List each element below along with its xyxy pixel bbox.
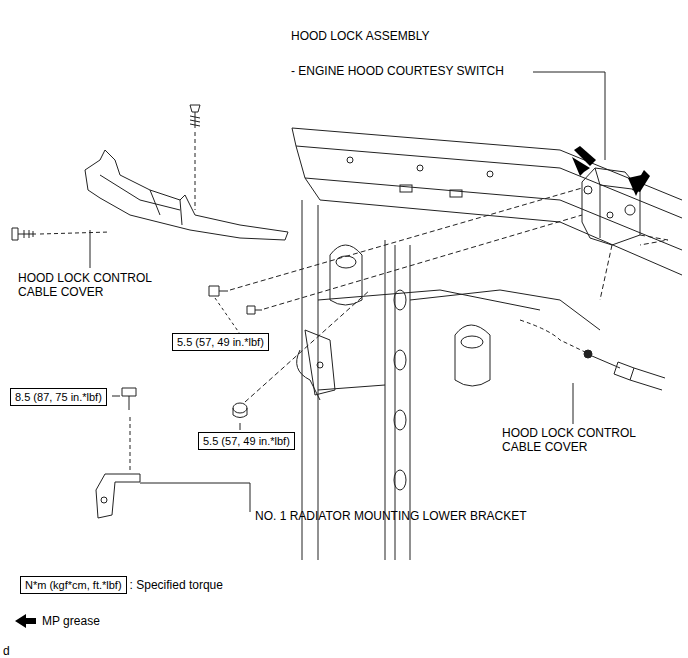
part-label: d bbox=[3, 644, 23, 658]
torque-value: 5.5 (57, 49 in.*lbf) bbox=[203, 435, 290, 447]
torque-value: 5.5 (57, 49 in.*lbf) bbox=[177, 336, 264, 348]
torque-box: 5.5 (57, 49 in.*lbf) bbox=[198, 432, 295, 450]
part-label: HOOD LOCK CONTROL CABLE COVER bbox=[502, 426, 652, 454]
torque-value: 8.5 (87, 75 in.*lbf) bbox=[15, 391, 102, 403]
legend-entry: : Specified torque bbox=[130, 578, 223, 592]
torque-box: N*m (kgf*cm, ft.*lbf) bbox=[20, 576, 127, 594]
part-label: NO. 1 RADIATOR MOUNTING LOWER BRACKET bbox=[255, 509, 575, 523]
part-label: HOOD LOCK CONTROL CABLE COVER bbox=[18, 271, 168, 299]
legend-entry: MP grease bbox=[42, 614, 100, 628]
legend-text: : Specified torque bbox=[130, 578, 223, 592]
torque-box: 5.5 (57, 49 in.*lbf) bbox=[172, 333, 269, 351]
legend-text: MP grease bbox=[42, 614, 100, 628]
torque-box: 8.5 (87, 75 in.*lbf) bbox=[10, 388, 107, 406]
part-label: HOOD LOCK ASSEMBLY bbox=[291, 29, 551, 43]
part-label: - ENGINE HOOD COURTESY SWITCH bbox=[291, 64, 531, 78]
torque-value: N*m (kgf*cm, ft.*lbf) bbox=[25, 579, 122, 591]
